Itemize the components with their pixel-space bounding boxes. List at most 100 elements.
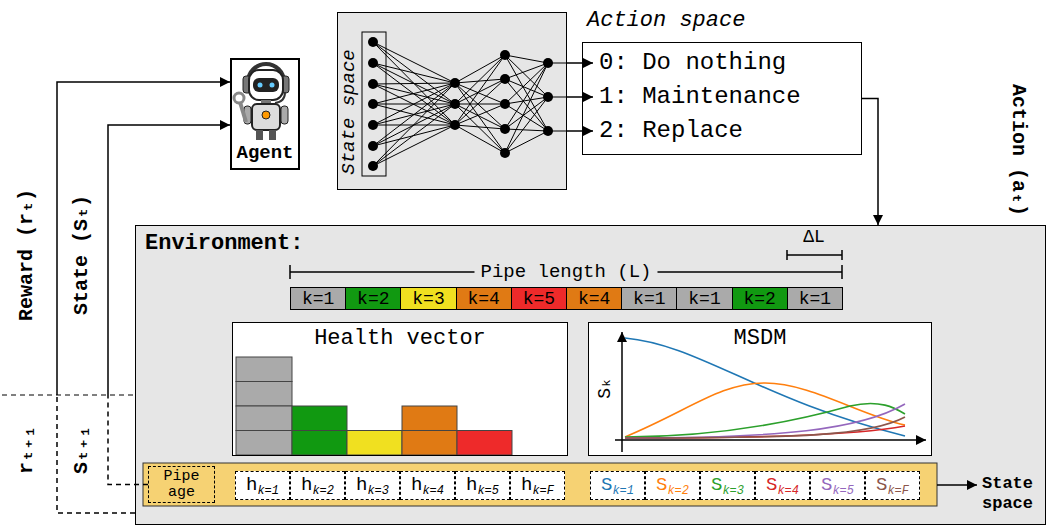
agent-box: Agent [230, 58, 300, 170]
variable-subscript: k=4 [777, 485, 799, 497]
health-state-cell: hk=5 [455, 471, 510, 500]
text-holder: Pipe length (L) [474, 262, 657, 283]
variable-subscript: k=3 [367, 485, 389, 497]
connector [567, 97, 593, 98]
segment-length-dimension [787, 250, 842, 260]
connector-line [567, 96, 593, 98]
segment-label: k=1 [688, 290, 720, 308]
variable-symbol: S [821, 476, 832, 495]
text-holder: Health vector [233, 326, 567, 351]
signal-label: Action (aₜ) [1007, 84, 1029, 216]
state-probability-cell: Sk=4 [755, 471, 810, 500]
neural-network [362, 32, 567, 176]
variable-subscript: k=1 [612, 485, 634, 497]
pipe-segment: k=2 [345, 287, 401, 310]
pipe-segment: k=1 [676, 287, 732, 310]
pipe-segment: k=1 [787, 287, 843, 310]
next-step-divider [2, 395, 135, 396]
pipe-age-box: Pipe age [148, 466, 215, 503]
signal-label: rₜ₊₁ [16, 426, 38, 474]
text-holder: Action (aₜ) [1007, 84, 1029, 216]
text-holder: State (Sₜ) [71, 195, 93, 315]
connector [108, 125, 230, 485]
text-holder: Reward (rₜ) [16, 189, 38, 321]
text-holder: MSDM [589, 326, 931, 351]
environment-ground [135, 225, 1046, 525]
text-holder: ΔL [803, 228, 825, 248]
variable-symbol: S [656, 476, 667, 495]
connector-line [567, 130, 593, 132]
segment-label: k=5 [523, 290, 555, 308]
state-vector-band [143, 463, 937, 506]
signal-label: Sₜ₊₁ [71, 426, 93, 474]
connector-line [567, 62, 593, 64]
pipe-segment: k=1 [290, 287, 346, 310]
state-probability-cell: Sk=5 [810, 471, 865, 500]
agent-label: Agent [236, 143, 293, 165]
msdm-panel: MSDM [588, 322, 932, 456]
connector [567, 63, 593, 64]
pipe-segment: k=4 [566, 287, 622, 310]
state-probability-cell: Sk=1 [590, 471, 645, 500]
action-label: 1: Maintenance [599, 83, 801, 111]
variable-subscript: k=3 [722, 485, 744, 497]
neurons [368, 37, 553, 171]
connector [862, 99, 878, 226]
segment-label: k=1 [302, 290, 334, 308]
segment-label: k=3 [412, 290, 444, 308]
variable-subscript: k=2 [667, 485, 689, 497]
dimension-label: Pipe length (L) [474, 262, 657, 283]
dimension-label: ΔL [803, 228, 825, 248]
pipe-segment: k=1 [621, 287, 677, 310]
pipe-segment: k=2 [732, 287, 788, 310]
health-state-cell: hk=2 [290, 471, 345, 500]
segment-label: k=1 [799, 290, 831, 308]
connector [567, 131, 593, 132]
action-option: 0: Do nothing [593, 47, 855, 79]
state-probability-cell: Sk=F [865, 471, 920, 500]
connector-line [862, 99, 878, 226]
health-state-cell: hk=1 [235, 471, 290, 500]
signal-label: State (Sₜ) [71, 195, 93, 315]
health-state-cell: hk=3 [345, 471, 400, 500]
segment-label: k=4 [578, 290, 610, 308]
variable-symbol: S [711, 476, 722, 495]
text-holder: State space [982, 474, 1040, 514]
neural-network-box: State space [337, 12, 567, 190]
panel-title: Health vector [314, 326, 486, 351]
pipe-segment: k=5 [511, 287, 567, 310]
panel-title: MSDM [734, 326, 787, 351]
variable-symbol: S [876, 476, 887, 495]
robot-icon [234, 64, 289, 140]
msdm-chart [588, 322, 932, 456]
variable-symbol: S [766, 476, 777, 495]
text-holder: State space [340, 49, 359, 174]
variable-symbol: h [411, 476, 422, 495]
variable-symbol: h [246, 476, 257, 495]
health-vector-chart [232, 322, 568, 456]
variable-subscript: k=F [887, 485, 909, 497]
health-state-cell: hk=4 [400, 471, 455, 500]
connector-line [108, 395, 148, 485]
state-output-arrow [937, 484, 977, 486]
signal-label: Reward (rₜ) [16, 189, 38, 321]
segment-label: k=2 [357, 290, 389, 308]
action-option: 2: Replace [593, 115, 855, 147]
action-label: 0: Do nothing [599, 49, 786, 77]
segment-label: k=4 [467, 290, 499, 308]
panel-title: Environment: [145, 231, 303, 256]
panel-title: Action space [587, 8, 745, 33]
pipe-segment: k=4 [456, 287, 512, 310]
health-state-cell: hk=F [510, 471, 565, 500]
variable-symbol: S [601, 476, 612, 495]
segment-label: k=1 [633, 290, 665, 308]
axis-label: Sₖ [596, 377, 616, 399]
pipe-segment: k=3 [400, 287, 456, 310]
variable-subscript: k=F [532, 485, 554, 497]
variable-symbol: h [466, 476, 477, 495]
output-label: State space [982, 474, 1040, 514]
variable-subscript: k=1 [257, 485, 279, 497]
state-probability-cell: Sk=3 [700, 471, 755, 500]
state-probability-cell: Sk=2 [645, 471, 700, 500]
